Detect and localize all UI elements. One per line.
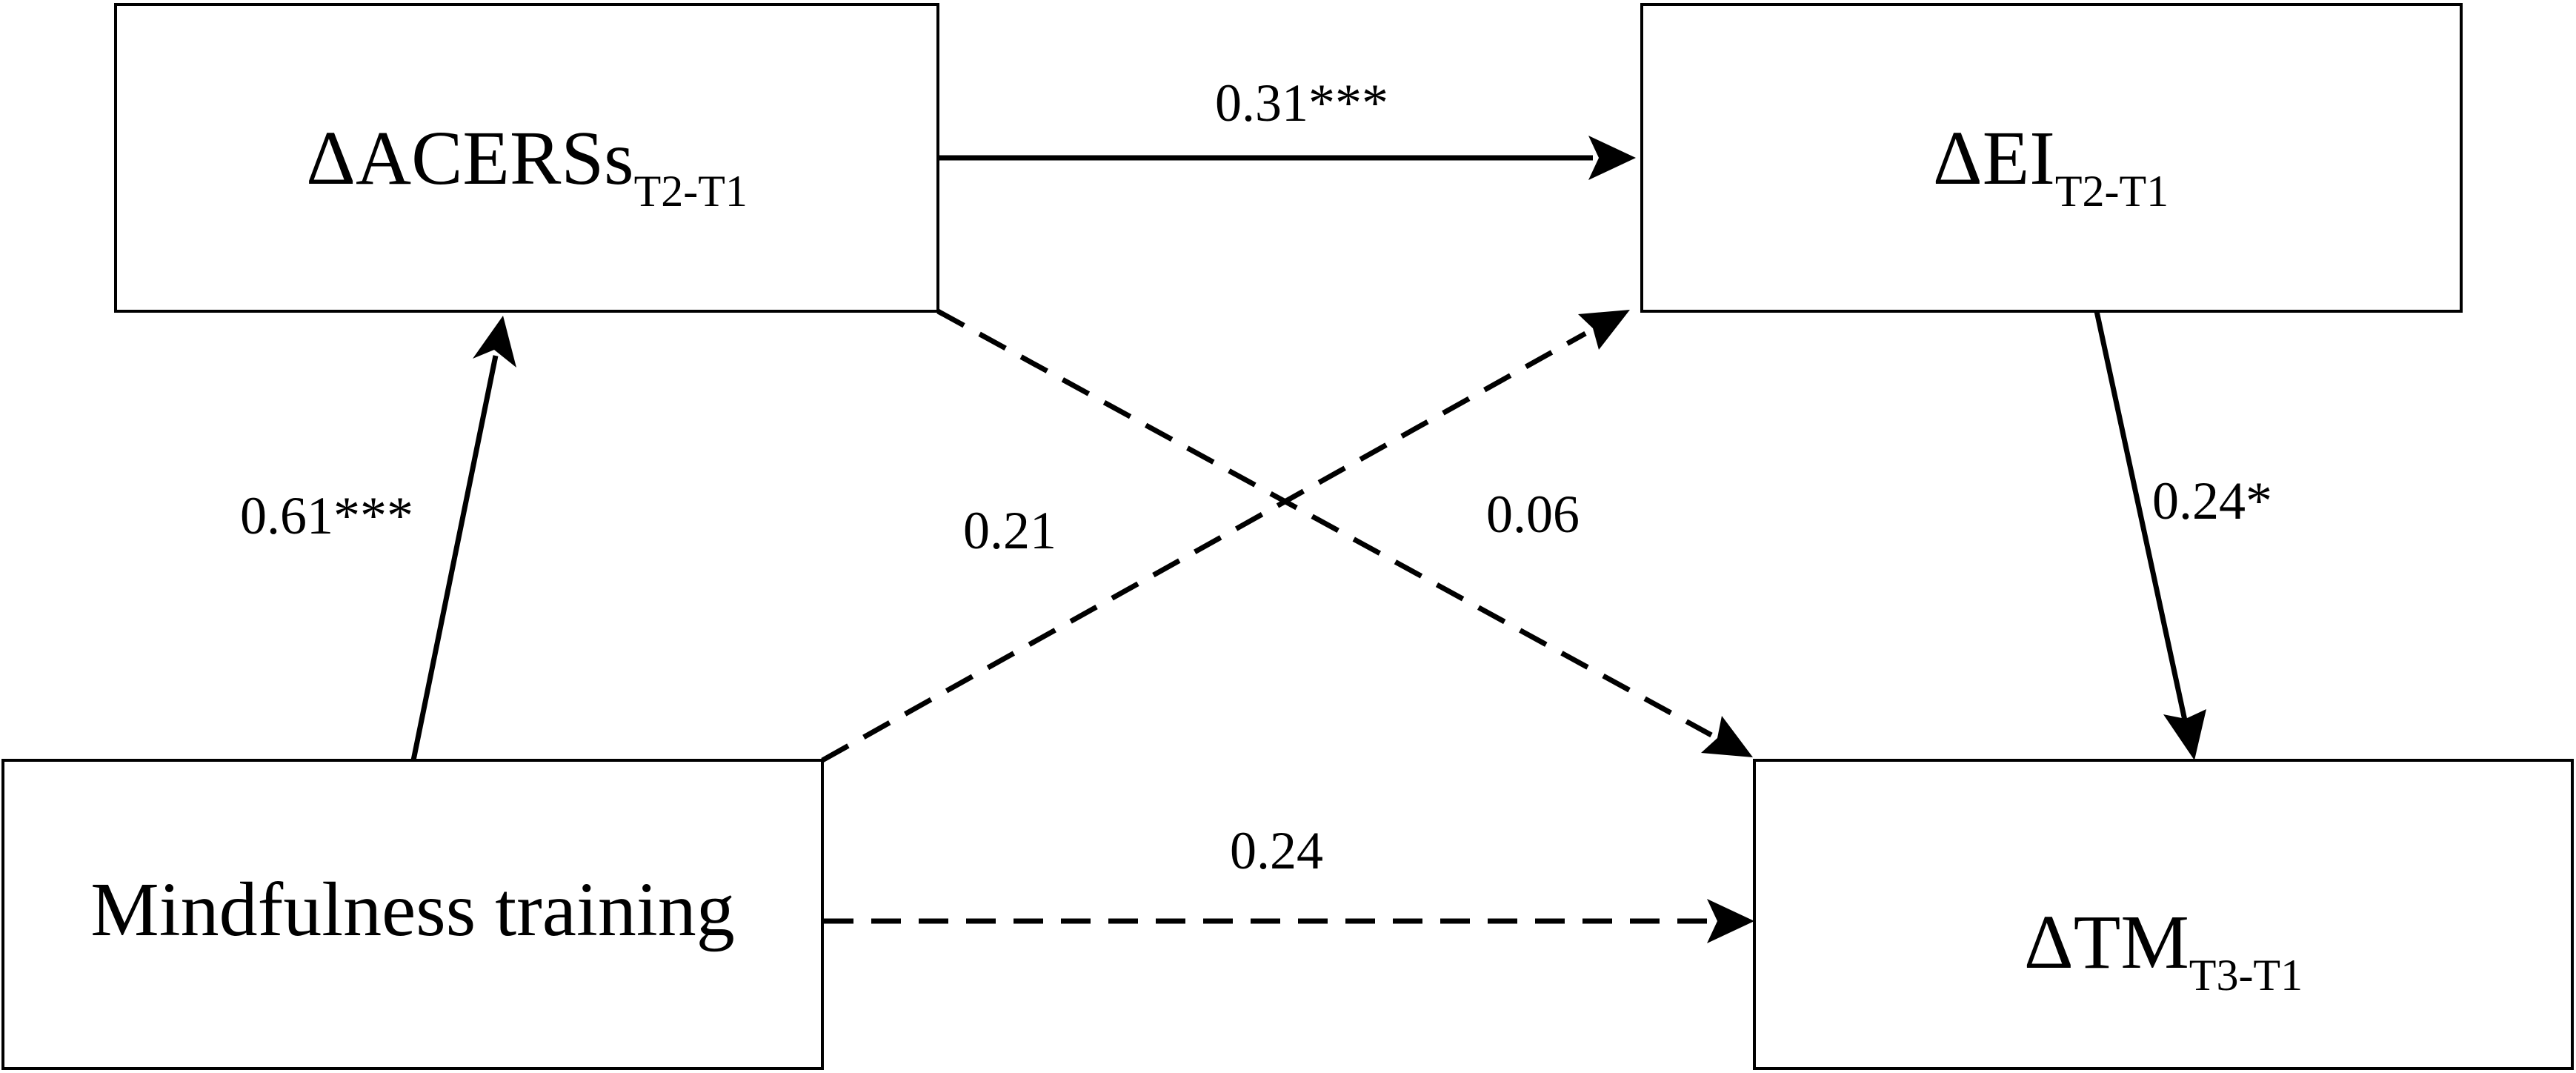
edge-ei-to-tm-line — [2094, 310, 2188, 721]
edge-acers-to-ei-arrowhead — [1588, 136, 1636, 180]
node-mindfulness-box — [1, 759, 824, 1070]
node-tm-sub: T3-T1 — [2189, 951, 2303, 1000]
node-mindfulness-label: Mindfulness training — [90, 867, 734, 952]
node-acers-main: ΔACERSs — [306, 116, 634, 201]
node-acers-label: ΔACERSsT2-T1 — [306, 116, 748, 216]
edge-acers-to-ei-label: 0.31*** — [1215, 73, 1388, 133]
edge-mindfulness-to-tm-arrowhead — [1707, 899, 1754, 943]
edge-acers-to-tm-line — [936, 308, 1713, 738]
node-tm-label: ΔTMT3-T1 — [2024, 900, 2303, 1000]
edge-acers-to-tm-label: 0.06 — [1486, 485, 1580, 544]
node-ei-main: ΔEI — [1933, 116, 2055, 201]
node-acers-box — [114, 3, 939, 313]
node-tm-box — [1753, 759, 2574, 1070]
edge-acers-to-ei — [938, 136, 1636, 180]
edge-mindfulness-to-ei-arrowhead — [1578, 310, 1630, 350]
edge-acers-to-tm — [936, 308, 1753, 757]
node-mindfulness: Mindfulness training — [1, 759, 824, 1070]
edge-acers-to-tm-arrowhead — [1701, 716, 1753, 757]
edge-ei-to-tm-arrowhead — [2163, 709, 2206, 760]
node-acers-sub: T2-T1 — [634, 167, 748, 216]
edge-mindfulness-to-acers-line — [410, 355, 499, 761]
edge-mindfulness-to-tm — [824, 899, 1754, 943]
node-acers: ΔACERSsT2-T1 — [114, 3, 939, 313]
edge-mindfulness-to-ei — [821, 310, 1630, 763]
edge-mindfulness-to-tm-label: 0.24 — [1230, 821, 1323, 880]
edge-ei-to-tm — [2094, 310, 2206, 760]
edge-mindfulness-to-acers-label: 0.61*** — [240, 486, 413, 545]
node-ei-box — [1640, 3, 2463, 313]
edge-mindfulness-to-acers — [410, 316, 516, 761]
edge-mindfulness-to-acers-arrowhead — [473, 316, 516, 368]
node-ei-label: ΔEIT2-T1 — [1933, 116, 2169, 216]
edge-mindfulness-to-ei-label: 0.21 — [963, 501, 1056, 560]
edge-ei-to-tm-label: 0.24* — [2152, 471, 2272, 531]
node-tm: ΔTMT3-T1 — [1753, 759, 2574, 1070]
node-ei-sub: T2-T1 — [2055, 167, 2169, 216]
node-ei: ΔEIT2-T1 — [1640, 3, 2463, 313]
node-tm-main: ΔTM — [2024, 900, 2189, 985]
edge-mindfulness-to-ei-line — [821, 330, 1587, 763]
